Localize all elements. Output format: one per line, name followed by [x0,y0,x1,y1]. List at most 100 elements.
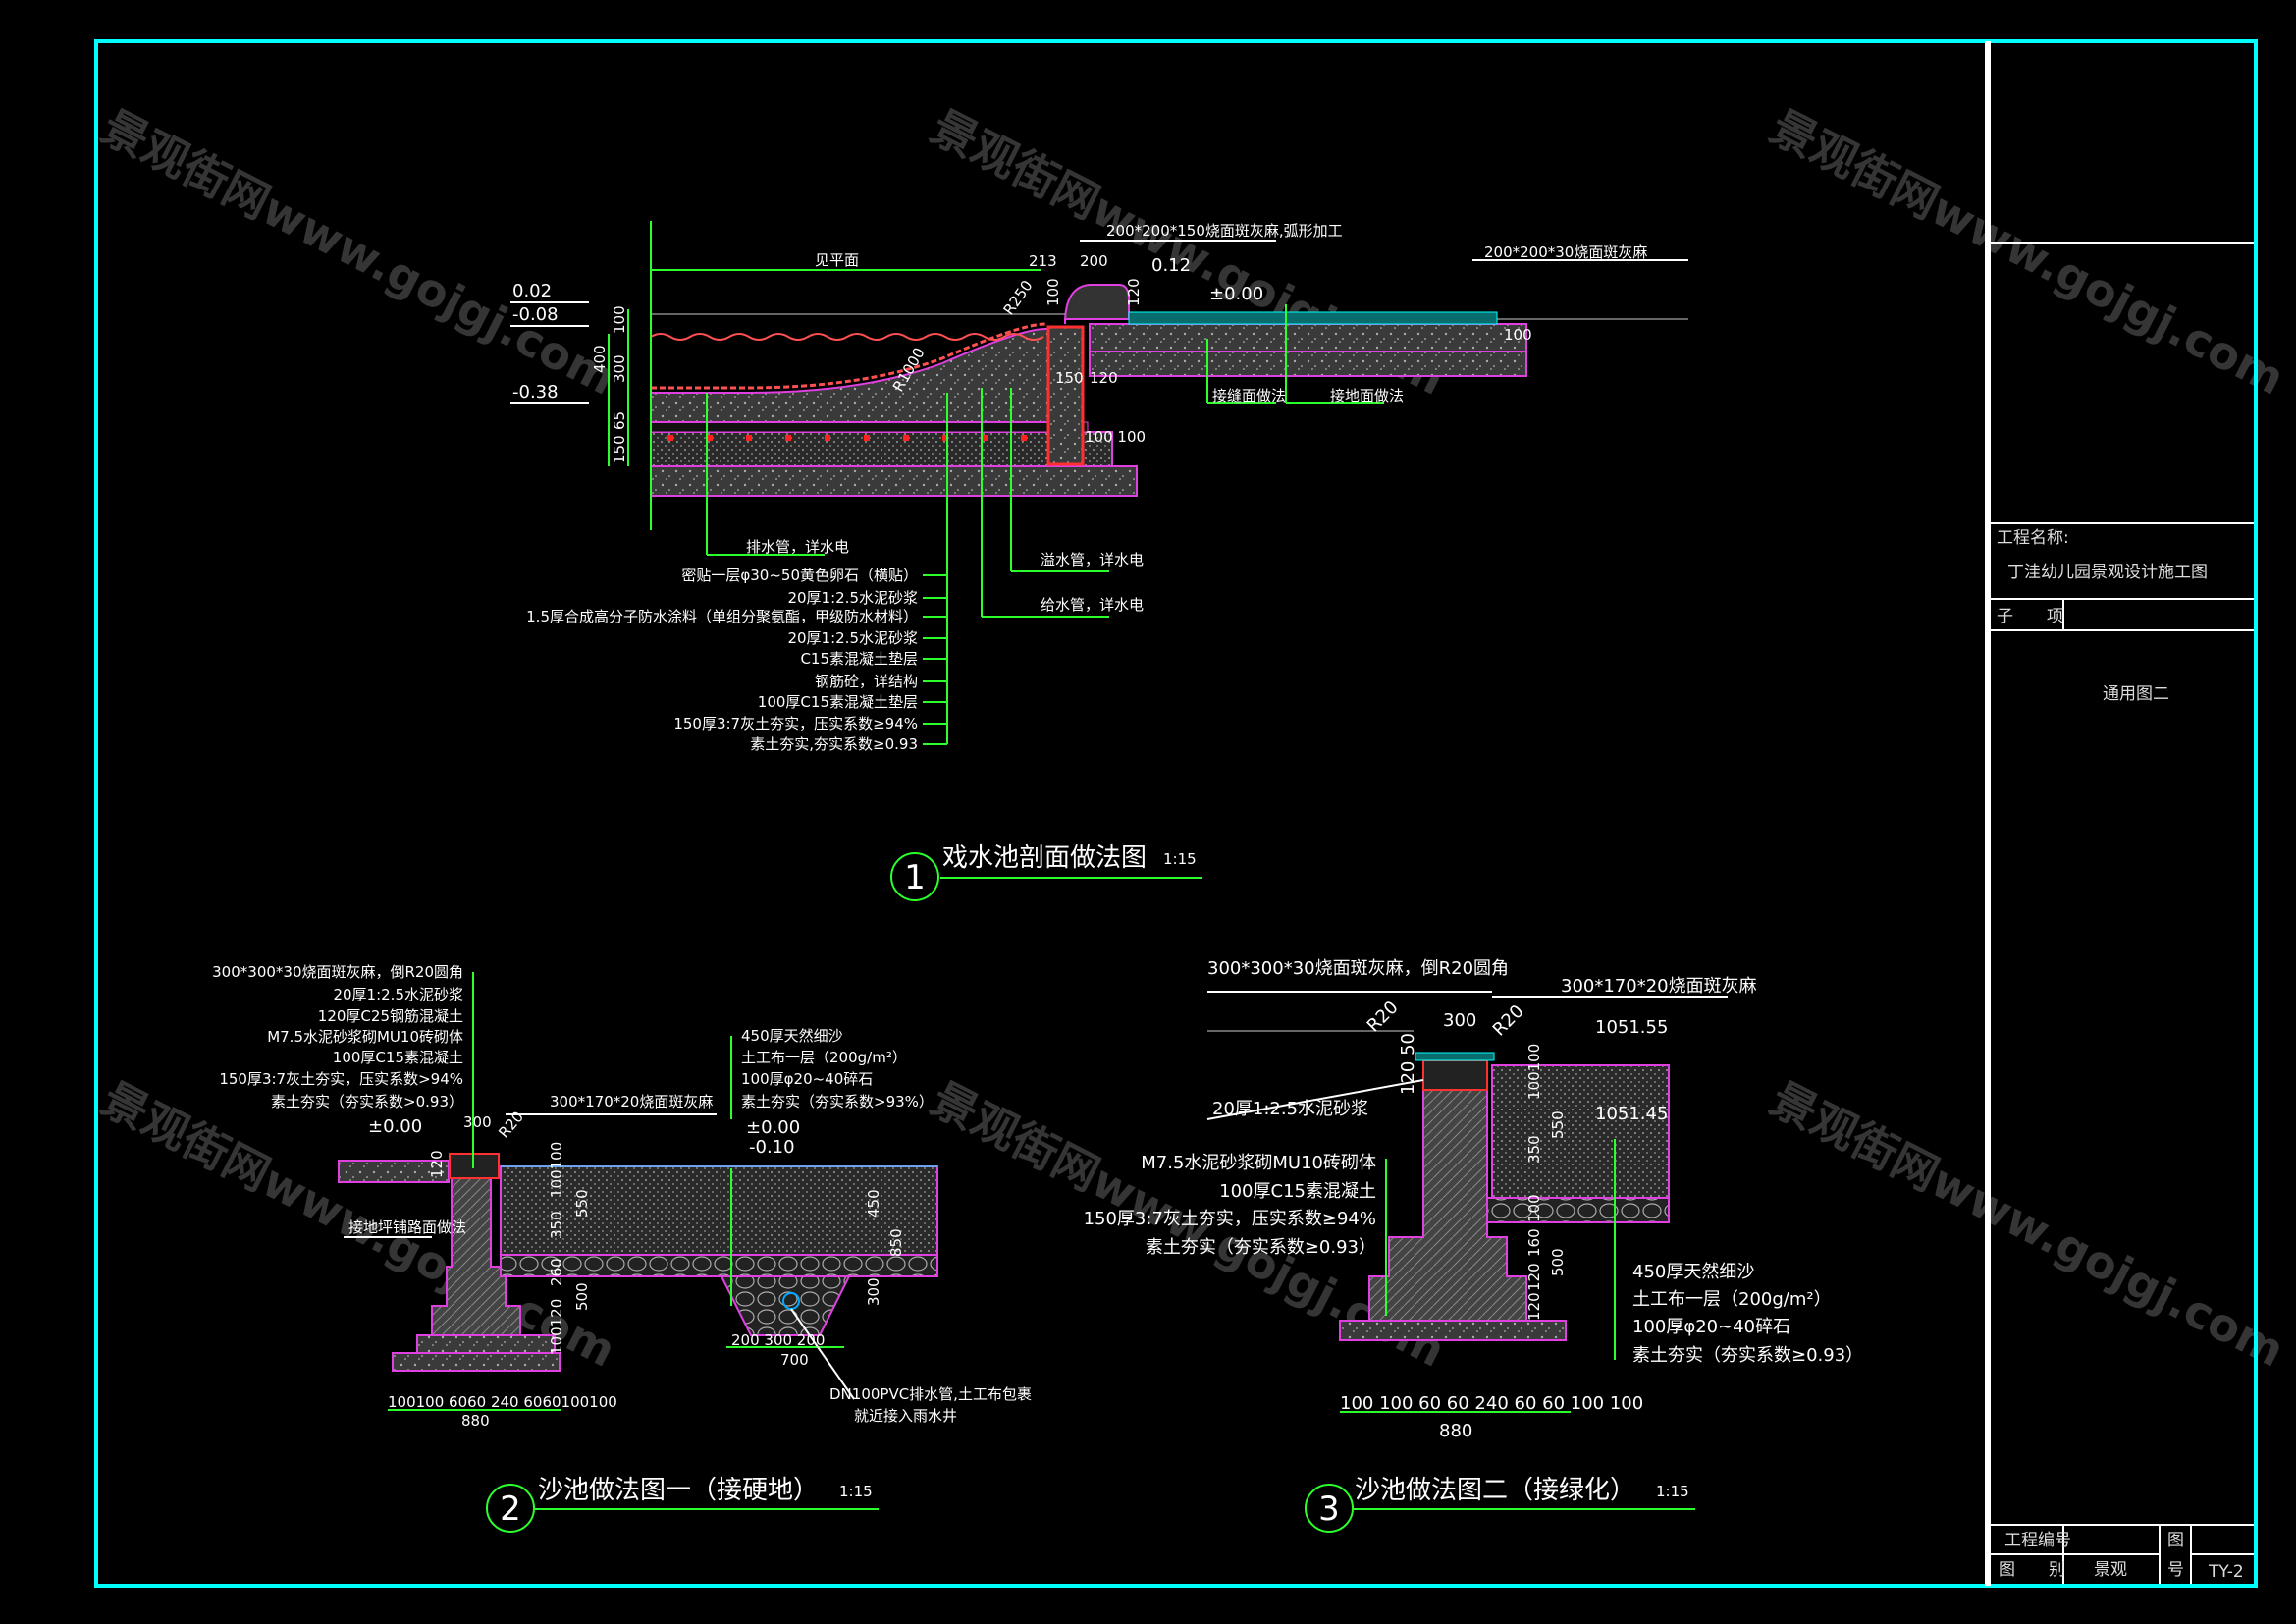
layer-label: 150厚3:7灰土夯实，压实系数>94% [219,1070,463,1088]
ground-note: 接地坪铺路面做法 [348,1218,466,1236]
detail-title: 沙池做法图一（接硬地） [538,1476,819,1505]
dim-213: 213 [1029,252,1057,270]
dim-300: 300 [463,1113,492,1131]
detail-number-circle [486,1484,535,1533]
dim: 120 [1525,1263,1543,1291]
dim: 350 [548,1211,565,1239]
section-2-sandpit-hard: 300*300*30烧面斑灰麻，倒R20圆角 20厚1:2.5水泥砂浆 120厚… [212,963,1032,1533]
detail-number: 2 [500,1489,521,1529]
detail-title: 沙池做法图二（接绿化） [1355,1476,1635,1505]
dim-trench: 200 300 200 [731,1331,825,1349]
watermarks: 景观街网www.gojgj.com 景观街网www.gojgj.com 景观街网… [93,100,2293,1378]
joint-note-1: 接缝面做法 [1212,387,1286,405]
dim-100: 100 [611,305,628,334]
project-name-label: 工程名称: [1997,528,2069,548]
detail-number-circle [890,852,939,901]
drawing-name: 通用图二 [2103,684,2169,704]
dim-100-100: 100 100 [1085,428,1146,446]
dim-label: 见平面 [815,251,859,269]
radius-r250: R250 [1000,277,1037,318]
footing [1339,1320,1567,1341]
cap-note: 300*170*20烧面斑灰麻 [550,1093,713,1110]
radius-r20: R20 [1489,1001,1528,1041]
dim-100: 100 [1504,326,1532,344]
layer-list-2-right: 450厚天然细沙 土工布一层（200g/m²） 100厚φ20~40碎石 素土夯… [741,1027,934,1110]
detail-number: 1 [904,858,926,897]
rebar-layer [650,421,1089,433]
drawing-no: TY-2 [2208,1562,2244,1582]
section-1-pool: 见平面 200*200*150烧面斑灰麻,弧形加工 213 200 0.12 R… [510,221,1688,901]
dim: 500 [1549,1248,1567,1276]
mortar-note: 20厚1:2.5水泥砂浆 [1212,1099,1368,1119]
detail-number: 3 [1318,1489,1340,1529]
gravel-layer [1486,1197,1670,1223]
dim-65: 65 [611,411,628,430]
dim-120: 120 [1090,369,1118,387]
dim: 350 [1525,1135,1543,1164]
layer-label: 素土夯实（夯实系数≥0.93） [1632,1345,1863,1366]
dim: 500 [573,1282,591,1311]
drawing-no-label: 图 [2167,1531,2184,1550]
layer-label: 100厚C15素混凝土 [1219,1181,1376,1202]
overflow-note: 溢水管，详水电 [1041,551,1144,568]
dim: 260 [548,1258,565,1286]
dim-bottom: 100 100 60 60 240 60 60 100 100 [1340,1393,1643,1414]
level-zero: ±0.00 [368,1116,422,1137]
dim: 100100 [548,1142,565,1198]
category-label: 图 别 [1999,1560,2065,1580]
elevation: 1051.55 [1595,1017,1668,1038]
radius-r20: R20 [495,1108,527,1141]
pebble-layer [651,322,1046,390]
layer-label: 100厚C15素混凝土 [333,1049,463,1066]
layer-label: 150厚3:7灰土夯实，压实系数≥94% [1084,1209,1376,1229]
dim: 100 [1525,1194,1543,1222]
layer-label: 100厚φ20~40碎石 [741,1070,873,1088]
detail-scale: 1:15 [839,1483,873,1500]
layer-label: 20厚1:2.5水泥砂浆 [787,589,918,607]
dim-880: 880 [461,1412,490,1430]
paving-base [1089,323,1527,352]
pipe-note: DN100PVC排水管,土工布包裹 [829,1385,1032,1403]
vertical-dims-2: 100100 350 550 260 500 100120 450 850 30… [548,1142,905,1355]
layer-label: 素土夯实（夯实系数>93%） [741,1093,934,1110]
layer-label: 1.5厚合成高分子防水涂料（单组分聚氨酯，甲级防水材料） [526,608,918,625]
detail-title: 戏水池剖面做法图 [942,843,1147,873]
watermark: 景观街网www.gojgj.com [1762,100,2293,406]
layer-label: 450厚天然细沙 [741,1027,843,1045]
layer-label: 450厚天然细沙 [1632,1262,1754,1282]
layer-label: 100厚φ20~40碎石 [1632,1317,1790,1337]
pipe-note: 就近接入雨水井 [854,1407,957,1425]
elevation: 1051.45 [1595,1104,1668,1124]
level-zero: ±0.00 [1209,284,1263,304]
layer-label: M7.5水泥砂浆砌MU10砖砌体 [1141,1153,1376,1173]
project-name: 丁洼幼儿园景观设计施工图 [2007,563,2208,582]
detail-scale: 1:15 [1656,1483,1689,1500]
cap-note: 300*300*30烧面斑灰麻，倒R20圆角 [1207,958,1509,979]
layer-label: M7.5水泥砂浆砌MU10砖砌体 [267,1028,463,1046]
level-0.12: 0.12 [1151,255,1191,276]
dim: 160 [1525,1228,1543,1257]
layer-list-1: 密贴一层φ30~50黄色卵石（横贴） 20厚1:2.5水泥砂浆 1.5厚合成高分… [526,567,918,753]
footing [416,1334,556,1354]
layer-label: 素土夯实,夯实系数≥0.93 [750,735,918,753]
dim-120-50: 120 50 [1398,1033,1418,1095]
layer-label: 300*300*30烧面斑灰麻，倒R20圆角 [212,963,463,981]
dim: 450 [865,1189,882,1218]
dim-bottom: 100100 6060 240 6060100100 [388,1393,617,1411]
section-3-sandpit-green: 300*300*30烧面斑灰麻，倒R20圆角 300*170*20烧面斑灰麻 R… [1084,958,1863,1533]
dim-400: 400 [591,345,609,373]
dim-300: 300 [1443,1010,1476,1031]
level-neg-0.08: -0.08 [512,304,559,325]
vertical-dims-3: 100100 350 550 100 160 500 120 120 [1525,1044,1567,1321]
dim: 100120 [548,1299,565,1355]
layer-label: 土工布一层（200g/m²） [1632,1289,1832,1310]
dim: 100100 [1525,1044,1543,1100]
dim-300: 300 [611,354,628,383]
base-soil-layer [650,465,1138,497]
paving-stone [1128,311,1498,325]
concrete-cushion [650,431,1113,467]
dim-100: 100 [1044,278,1062,306]
dim-150: 150 [1055,369,1084,387]
project-no-label: 工程编号 [2004,1531,2071,1550]
